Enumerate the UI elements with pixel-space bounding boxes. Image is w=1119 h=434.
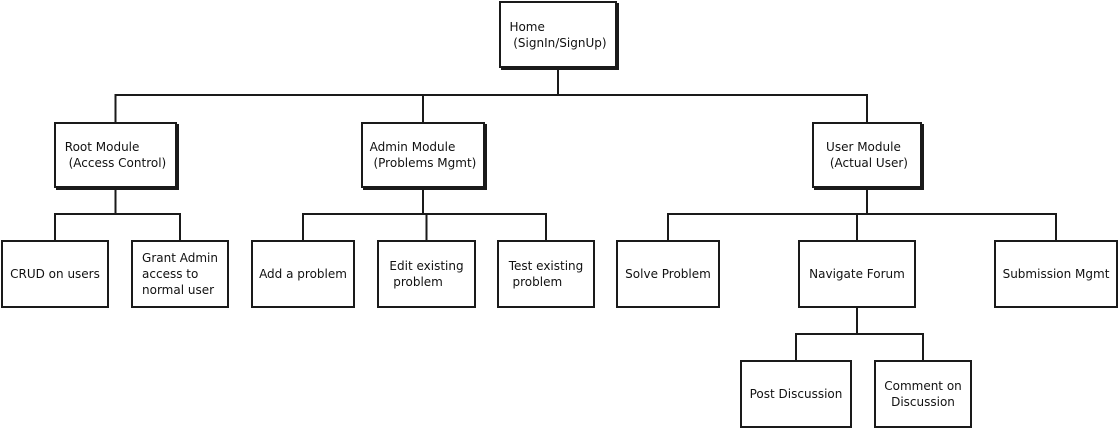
node-comment-label: Comment on Discussion [884,379,962,409]
node-edit: Edit existing problem [377,240,476,308]
node-admin-label: Admin Module (Problems Mgmt) [369,140,477,170]
node-admin: Admin Module (Problems Mgmt) [361,122,485,188]
node-submission-label: Submission Mgmt [1002,267,1110,281]
node-add: Add a problem [251,240,355,308]
node-forum-label: Navigate Forum [809,267,905,281]
node-root: Root Module (Access Control) [54,122,177,188]
node-test-label: Test existing problem [508,259,584,289]
node-solve-label: Solve Problem [625,267,711,281]
node-crud-label: CRUD on users [10,267,100,281]
node-solve: Solve Problem [616,240,720,308]
node-user-label: User Module (Actual User) [826,140,908,170]
node-home-label: Home (SignIn/SignUp) [509,19,607,50]
node-add-label: Add a problem [259,267,347,281]
node-test: Test existing problem [497,240,595,308]
node-submission: Submission Mgmt [994,240,1118,308]
node-crud: CRUD on users [1,240,109,308]
node-forum: Navigate Forum [798,240,916,308]
node-root-label: Root Module (Access Control) [64,140,167,170]
node-post-label: Post Discussion [749,387,843,401]
node-comment: Comment on Discussion [874,360,972,428]
node-grant-label: Grant Admin access to normal user [142,251,218,297]
node-edit-label: Edit existing problem [389,259,464,289]
node-user: User Module (Actual User) [812,122,922,188]
node-home: Home (SignIn/SignUp) [499,1,617,68]
node-post: Post Discussion [740,360,852,428]
node-grant: Grant Admin access to normal user [131,240,229,308]
